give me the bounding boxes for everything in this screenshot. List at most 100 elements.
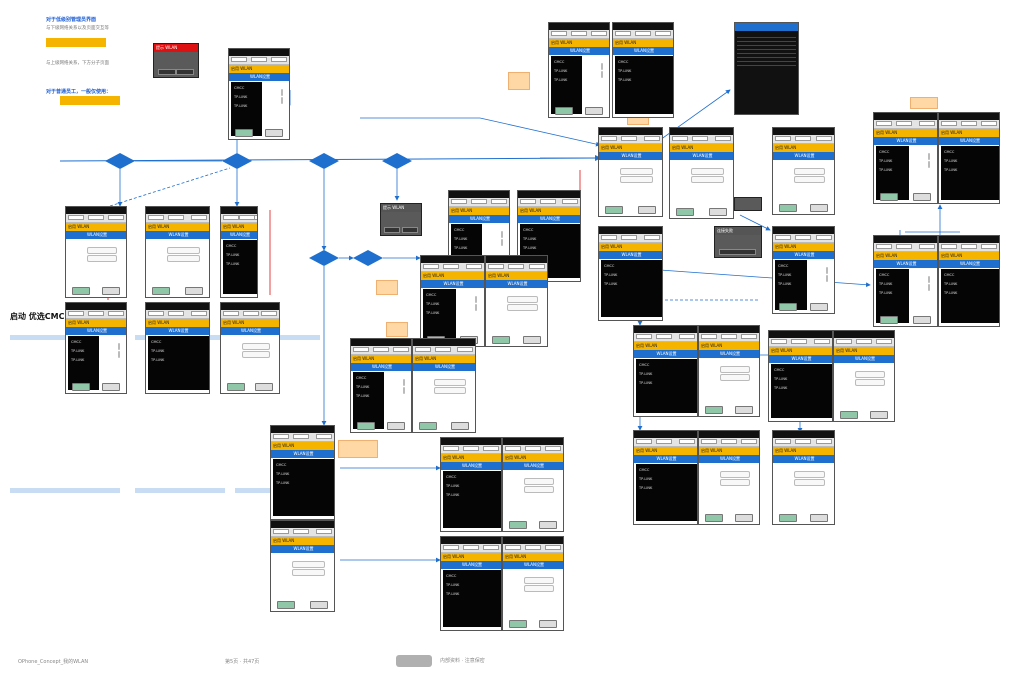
wlan-toggle-bar[interactable]: 启用 WLAN [599,144,662,152]
wlan-toggle-bar[interactable]: 启用 WLAN [449,207,509,215]
text-field[interactable] [292,569,325,576]
wlan-toggle-bar[interactable]: 启用 WLAN [613,39,673,47]
connect-button[interactable] [227,383,245,391]
wlan-toggle-bar[interactable]: 启用 WLAN [413,355,475,363]
connect-button[interactable] [705,406,723,414]
wlan-toggle-bar[interactable]: 启用 WLAN [874,252,937,260]
password-field[interactable] [403,379,405,386]
wlan-toggle-bar[interactable]: 启用 WLAN [773,243,834,251]
wlan-toggle-bar[interactable]: 启用 WLAN [773,144,834,152]
dialog-button[interactable] [402,227,418,233]
password-field[interactable] [794,168,825,175]
password-field[interactable] [855,371,885,378]
wlan-toggle-bar[interactable]: 启用 WLAN [939,129,999,137]
password-field[interactable] [524,577,554,584]
cancel-button[interactable] [310,601,328,609]
password-field[interactable] [434,379,466,386]
cancel-button[interactable] [913,316,931,324]
text-field[interactable] [118,351,120,358]
password-field[interactable] [601,63,603,70]
connect-button[interactable] [779,303,797,311]
text-field[interactable] [524,486,554,493]
text-field[interactable] [794,479,825,486]
text-field[interactable] [928,284,930,291]
connect-button[interactable] [357,422,375,430]
password-field[interactable] [501,231,503,238]
wlan-toggle-bar[interactable]: 启用 WLAN [634,342,697,350]
connect-button[interactable] [235,129,253,137]
text-field[interactable] [87,255,117,262]
wlan-toggle-bar[interactable]: 启用 WLAN [699,447,759,455]
password-field[interactable] [524,478,554,485]
wlan-toggle-bar[interactable]: 启用 WLAN [441,553,501,561]
text-field[interactable] [434,387,466,394]
text-field[interactable] [855,379,885,386]
text-field[interactable] [720,479,750,486]
cancel-button[interactable] [709,208,727,216]
text-field[interactable] [601,71,603,78]
connect-button[interactable] [779,514,797,522]
password-field[interactable] [620,168,653,175]
connect-button[interactable] [605,206,623,214]
text-field[interactable] [403,387,405,394]
text-field[interactable] [928,161,930,168]
cancel-button[interactable] [265,129,283,137]
connect-button[interactable] [72,383,90,391]
connect-button[interactable] [705,514,723,522]
wlan-toggle-bar[interactable]: 启用 WLAN [549,39,609,47]
wlan-toggle-bar[interactable]: 启用 WLAN [486,272,547,280]
text-field[interactable] [167,255,200,262]
password-field[interactable] [242,343,270,350]
wlan-toggle-bar[interactable]: 启用 WLAN [874,129,937,137]
connect-button[interactable] [72,287,90,295]
text-field[interactable] [720,374,750,381]
wlan-toggle-bar[interactable]: 启用 WLAN [271,442,334,450]
wlan-toggle-bar[interactable]: 启用 WLAN [518,207,580,215]
wlan-toggle-bar[interactable]: 启用 WLAN [834,347,894,355]
cancel-button[interactable] [539,521,557,529]
connect-button[interactable] [509,521,527,529]
password-field[interactable] [928,153,930,160]
connect-button[interactable] [880,193,898,201]
wlan-toggle-bar[interactable]: 启用 WLAN [351,355,411,363]
wlan-toggle-bar[interactable]: 启用 WLAN [599,243,662,251]
dialog-button[interactable] [384,227,400,233]
password-field[interactable] [281,89,283,96]
wlan-toggle-bar[interactable]: 启用 WLAN [769,347,832,355]
password-field[interactable] [691,168,724,175]
password-field[interactable] [826,267,828,274]
connect-button[interactable] [509,620,527,628]
text-field[interactable] [475,304,477,311]
wlan-toggle-bar[interactable]: 启用 WLAN [146,319,209,327]
text-field[interactable] [507,304,538,311]
text-field[interactable] [826,275,828,282]
cancel-button[interactable] [810,204,828,212]
connect-button[interactable] [676,208,694,216]
cancel-button[interactable] [810,303,828,311]
connect-button[interactable] [840,411,858,419]
text-field[interactable] [794,176,825,183]
text-field[interactable] [524,585,554,592]
cancel-button[interactable] [102,287,120,295]
cancel-button[interactable] [523,336,541,344]
connect-button[interactable] [492,336,510,344]
cancel-button[interactable] [255,383,273,391]
wlan-toggle-bar[interactable]: 启用 WLAN [271,537,334,545]
wlan-toggle-bar[interactable]: 启用 WLAN [421,272,484,280]
password-field[interactable] [475,296,477,303]
wlan-toggle-bar[interactable]: 启用 WLAN [221,319,279,327]
password-field[interactable] [292,561,325,568]
cancel-button[interactable] [870,411,888,419]
wlan-toggle-bar[interactable]: 启用 WLAN [229,65,289,73]
